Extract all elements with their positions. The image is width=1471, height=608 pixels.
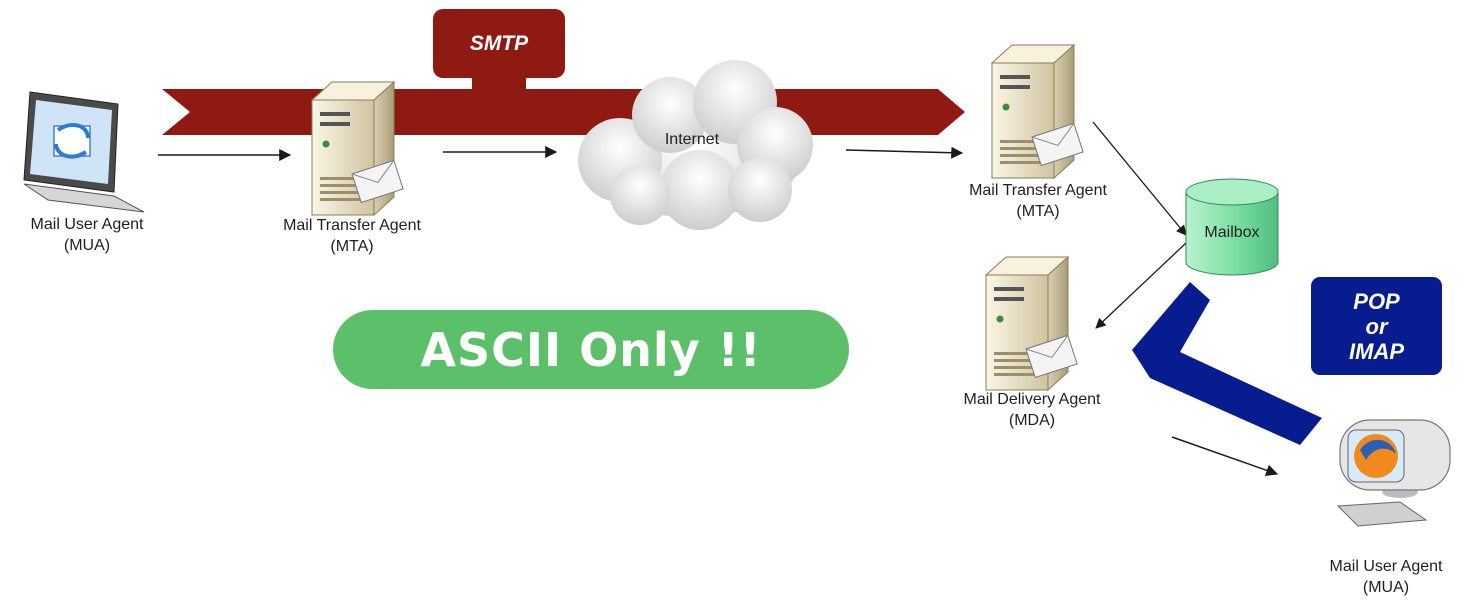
server-icon-sender-mta [311, 81, 404, 216]
mailbox-icon [1185, 178, 1279, 276]
sender-mua-label: Mail User Agent (MUA) [30, 216, 144, 254]
receiver-mta-label: Mail Transfer Agent (MTA) [969, 182, 1107, 220]
mailbox-label: Mailbox [1204, 224, 1260, 241]
desktop-computer-icon [1336, 419, 1451, 527]
smtp-badge: SMTP [433, 9, 565, 78]
internet-label: Internet [664, 131, 720, 148]
flow-arrow-mailbox-to-mda [1095, 242, 1187, 329]
server-icon-receiver-mta [991, 44, 1084, 179]
ascii-only-badge: ASCII Only !! [333, 310, 849, 389]
or-label: or [1365, 313, 1388, 339]
flow-arrow-internet-to-mta [845, 146, 964, 159]
pop-imap-arrow [1132, 282, 1322, 445]
server-icon-mda [985, 256, 1078, 391]
pop-imap-badge: POP or IMAP [1311, 277, 1442, 375]
flow-arrow-mta-to-mailbox [1092, 121, 1187, 236]
laptop-icon [23, 91, 145, 213]
mda-label: Mail Delivery Agent (MDA) [963, 391, 1101, 429]
receiver-mua-label: Mail User Agent (MUA) [1329, 558, 1443, 596]
sender-mta-label: Mail Transfer Agent (MTA) [283, 217, 421, 255]
internet-cloud [578, 60, 813, 230]
smtp-arrow [162, 89, 965, 135]
imap-label: IMAP [1349, 338, 1404, 364]
flow-arrow-mda-to-mua [1171, 436, 1279, 477]
smtp-label: SMTP [469, 31, 529, 55]
pop-label: POP [1353, 288, 1400, 314]
